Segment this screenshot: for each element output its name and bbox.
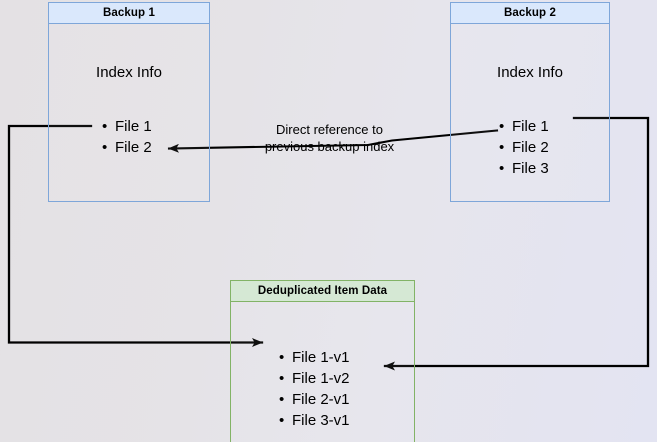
edge-label-direct-reference: Direct reference to previous backup inde… bbox=[264, 122, 395, 154]
deduplicated-file-list: File 1-v1 File 1-v2 File 2-v1 File 3-v1 bbox=[275, 347, 349, 431]
list-item: File 1-v1 bbox=[279, 347, 349, 368]
list-item: File 1-v2 bbox=[279, 368, 349, 389]
list-item: File 2-v1 bbox=[279, 389, 349, 410]
list-item: File 3 bbox=[499, 158, 549, 179]
list-item: File 1 bbox=[499, 116, 549, 137]
list-item: File 2 bbox=[102, 137, 152, 158]
backup-1-index-info-label: Index Info bbox=[96, 64, 162, 81]
list-item: File 1 bbox=[102, 116, 152, 137]
node-deduplicated-item-data-body: File 1-v1 File 1-v2 File 2-v1 File 3-v1 bbox=[230, 302, 415, 442]
node-backup-2[interactable]: Backup 2 Index Info File 1 File 2 File 3 bbox=[450, 2, 610, 202]
backup-1-file-list: File 1 File 2 bbox=[98, 116, 152, 158]
node-backup-2-header: Backup 2 bbox=[450, 2, 610, 24]
node-backup-1-body: Index Info File 1 File 2 bbox=[48, 24, 210, 202]
node-deduplicated-item-data[interactable]: Deduplicated Item Data File 1-v1 File 1-… bbox=[230, 280, 415, 442]
list-item: File 2 bbox=[499, 137, 549, 158]
node-backup-1[interactable]: Backup 1 Index Info File 1 File 2 bbox=[48, 2, 210, 202]
list-item: File 3-v1 bbox=[279, 410, 349, 431]
node-backup-2-body: Index Info File 1 File 2 File 3 bbox=[450, 24, 610, 202]
node-deduplicated-item-data-header: Deduplicated Item Data bbox=[230, 280, 415, 302]
backup-2-index-info-label: Index Info bbox=[497, 64, 563, 81]
node-backup-1-header: Backup 1 bbox=[48, 2, 210, 24]
backup-2-file-list: File 1 File 2 File 3 bbox=[495, 116, 549, 179]
